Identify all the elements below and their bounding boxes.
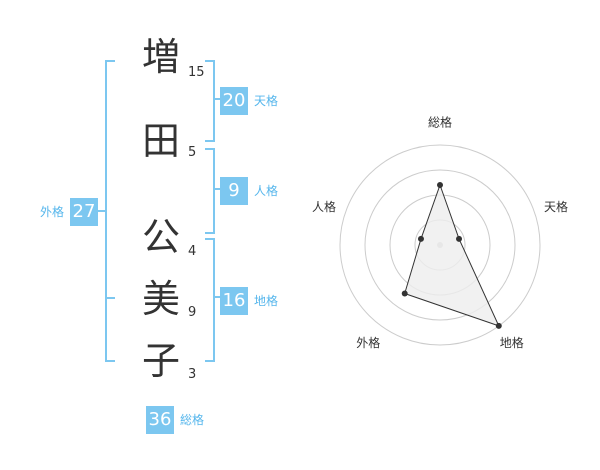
jinkaku-bracket xyxy=(205,148,215,234)
stroke-count-4: 9 xyxy=(188,305,197,320)
tenkaku-bracket xyxy=(205,60,215,142)
gaikaku-label: 外格 xyxy=(40,205,65,219)
soukaku-label: 総格 xyxy=(180,413,205,427)
name-diagram: 増 田 公 美 子 15 5 4 9 3 20 天格 9 人格 16 地格 外格… xyxy=(40,35,279,434)
stroke-count-1: 15 xyxy=(188,65,205,80)
gaikaku-bracket xyxy=(105,60,115,362)
radar-axis-label-5: 人格 xyxy=(312,199,336,214)
name-char-4: 美 xyxy=(141,277,180,321)
tenkaku-label: 天格 xyxy=(254,94,279,108)
gaikaku-badge: 27 xyxy=(70,198,98,226)
name-char-5: 子 xyxy=(141,339,180,383)
jinkaku-label: 人格 xyxy=(254,184,279,198)
stroke-count-5: 3 xyxy=(188,367,197,382)
radar-point-5 xyxy=(417,235,424,242)
chikaku-badge: 16 xyxy=(220,287,248,315)
radar-axis-label-3: 地格 xyxy=(500,335,524,350)
radar-point-2 xyxy=(456,235,463,242)
stroke-count-2: 5 xyxy=(188,145,197,160)
stroke-count-3: 4 xyxy=(188,244,197,259)
name-char-1: 増 xyxy=(141,35,180,79)
chikaku-connector xyxy=(214,296,221,298)
radar-point-4 xyxy=(401,290,408,297)
radar-axis-label-4: 外格 xyxy=(356,335,380,350)
radar-ring-3 xyxy=(364,169,516,321)
name-char-3: 公 xyxy=(141,215,180,259)
radar-points xyxy=(401,182,502,329)
name-char-2: 田 xyxy=(141,119,180,163)
radar-ring-4 xyxy=(339,144,541,346)
radar-point-3 xyxy=(495,322,502,329)
chikaku-label: 地格 xyxy=(254,294,279,308)
radar-axis-label-1: 総格 xyxy=(428,115,452,130)
gaikaku-divider-tick xyxy=(105,297,115,299)
jinkaku-connector xyxy=(214,188,221,190)
radar-point-1 xyxy=(437,182,443,188)
radar-axis-label-2: 天格 xyxy=(544,199,568,214)
soukaku-badge: 36 xyxy=(146,406,174,434)
gaikaku-connector xyxy=(96,210,106,212)
tenkaku-connector xyxy=(214,98,221,100)
tenkaku-badge: 20 xyxy=(220,87,248,115)
chikaku-bracket xyxy=(205,238,215,362)
radar-area xyxy=(404,183,500,327)
jinkaku-badge: 9 xyxy=(220,177,248,205)
